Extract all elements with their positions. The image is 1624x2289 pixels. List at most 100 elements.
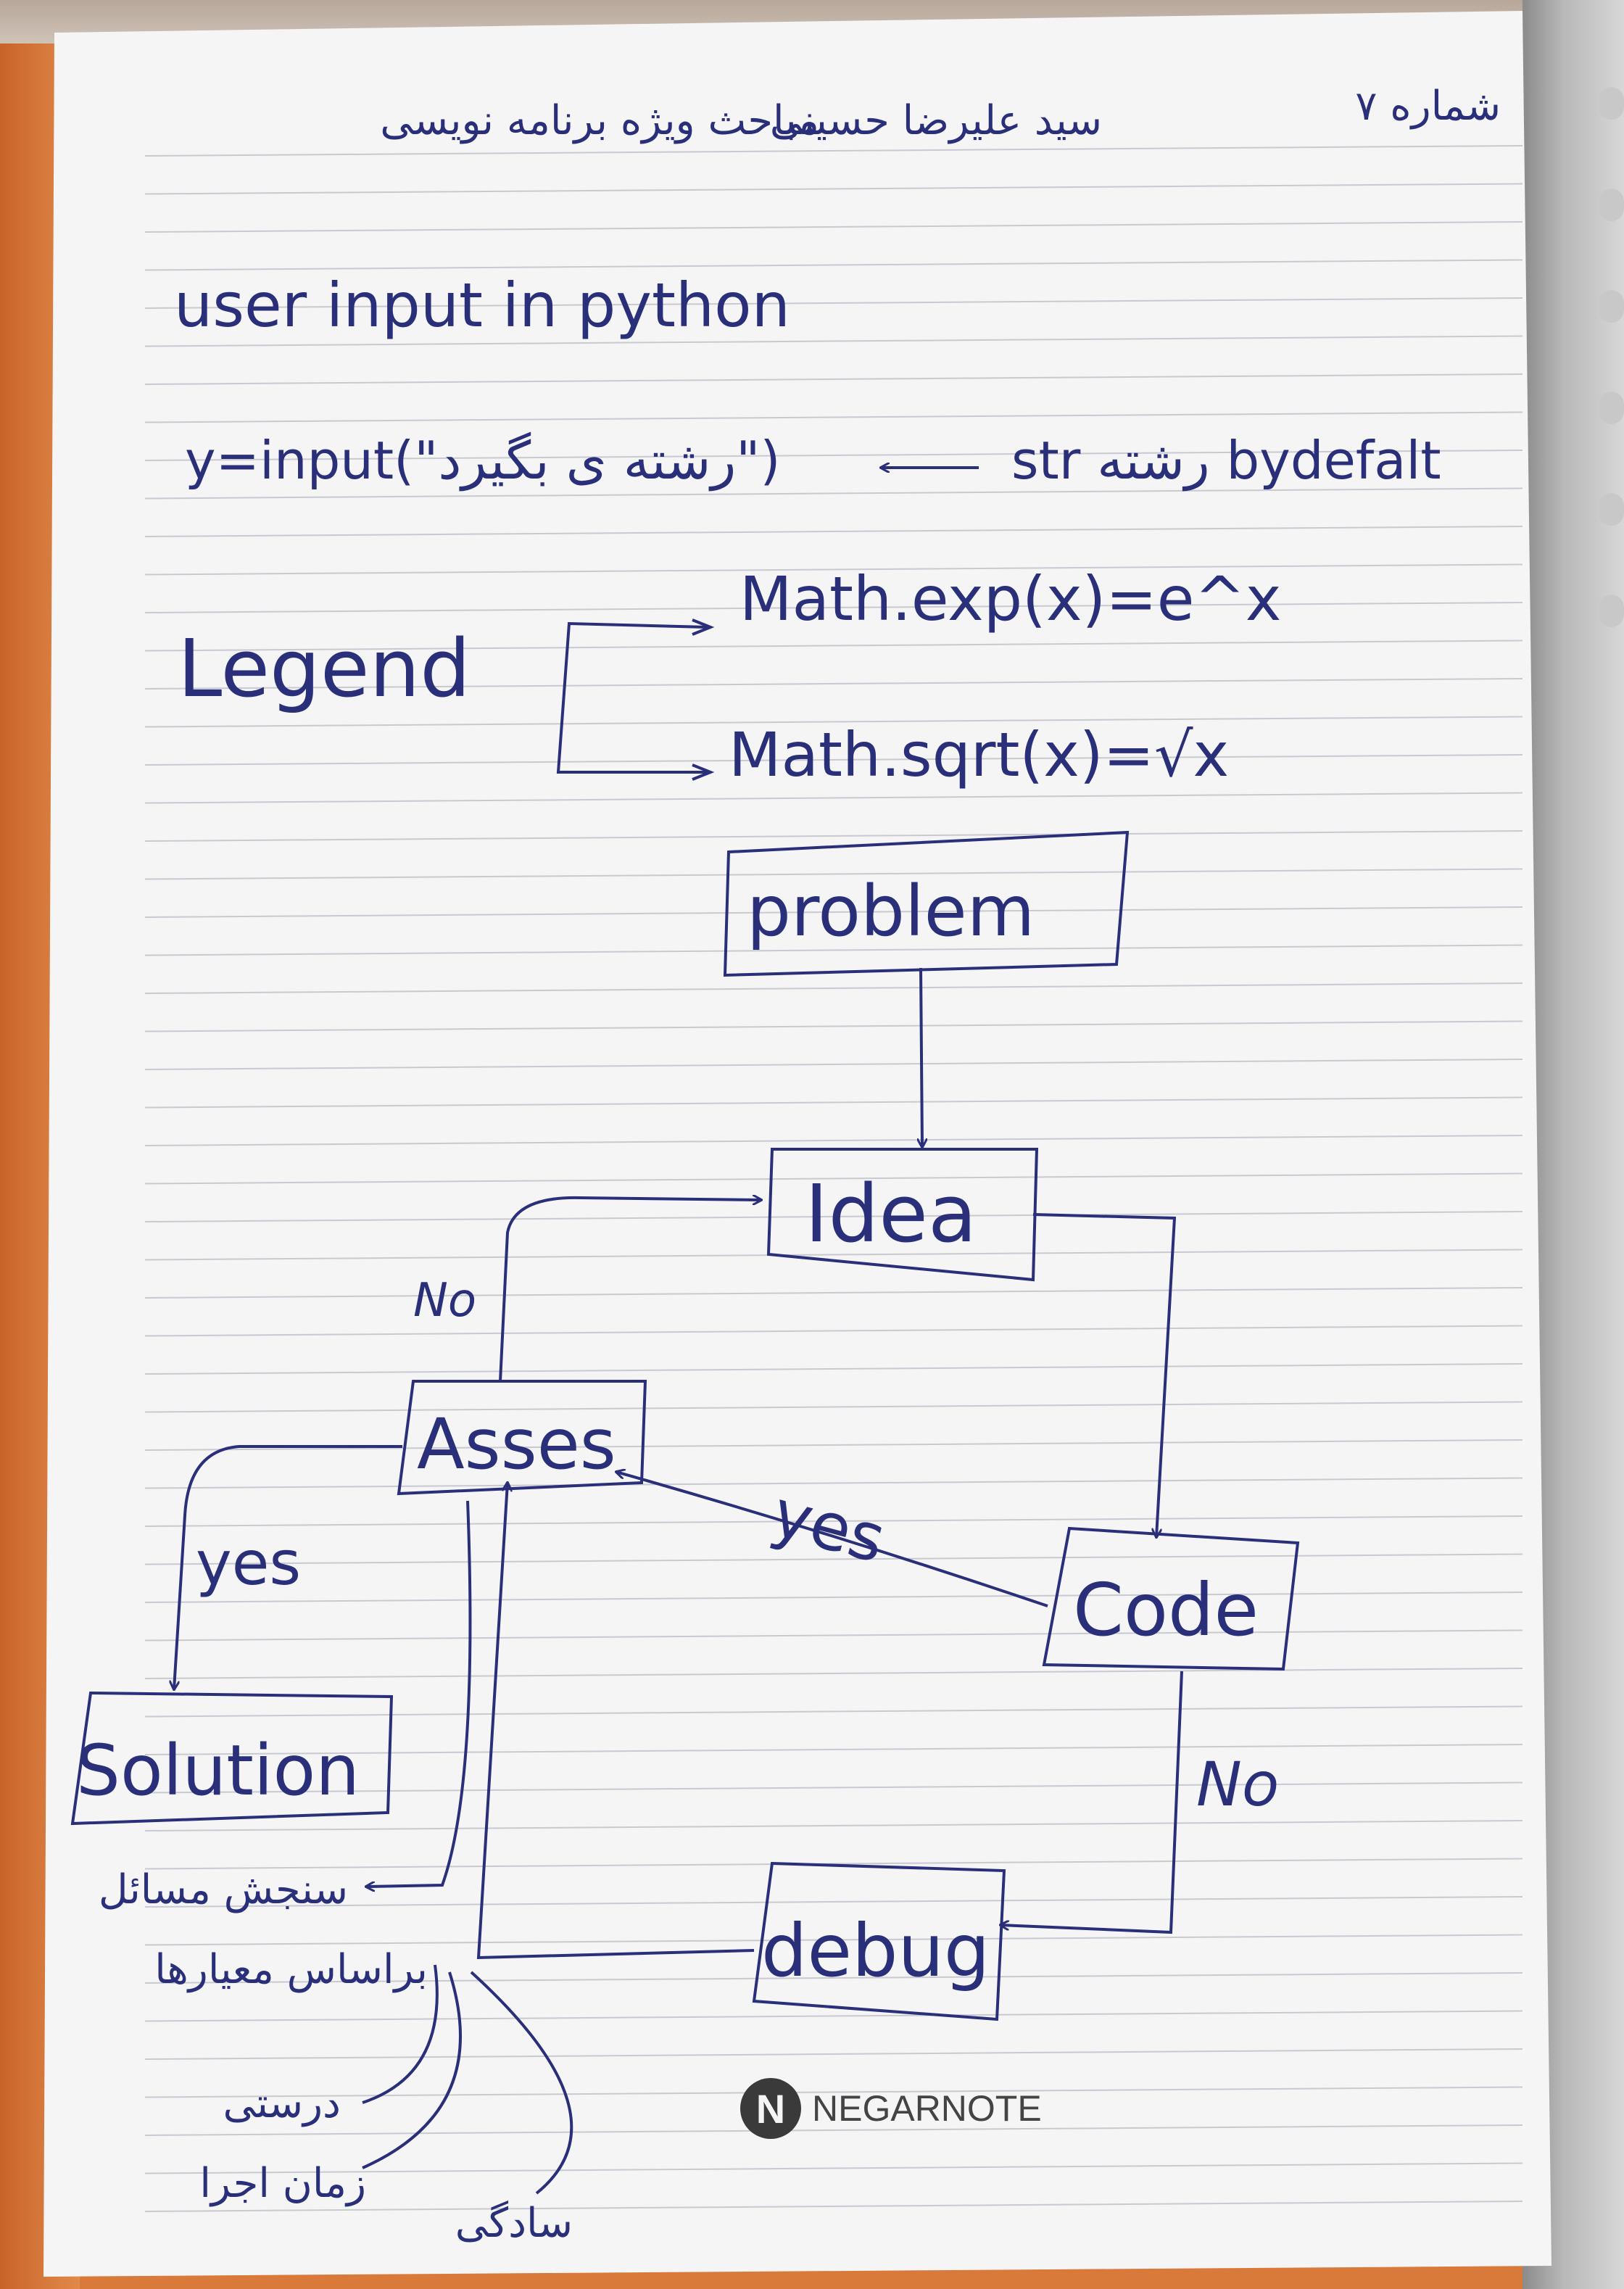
ruled-line [144, 1553, 1523, 1565]
ruled-line [144, 1325, 1523, 1337]
ruled-line [144, 373, 1523, 385]
ruled-line [144, 754, 1523, 766]
ruled-line [144, 906, 1523, 918]
ruled-line [144, 145, 1523, 157]
ruled-line [144, 1477, 1523, 1489]
ruled-line [144, 639, 1523, 652]
criteria-line2: براساس معیارها [154, 1946, 428, 1993]
svg-text:problem: problem [747, 871, 1035, 952]
legend-bracket [556, 621, 708, 774]
legend-exp: Math.exp(x)=e^x [740, 563, 1281, 634]
ruled-line [144, 411, 1523, 423]
problem-box: problem [723, 830, 1130, 977]
header-number: شماره ۷ [1355, 83, 1501, 130]
ruled-line [144, 868, 1523, 880]
input-result: str رشته bydefalt [1011, 430, 1441, 492]
negarnote-logo: N [740, 2078, 801, 2139]
ruled-line [144, 563, 1523, 576]
ruled-line [144, 1363, 1523, 1375]
ruled-line [144, 1172, 1523, 1185]
ruled-line [144, 792, 1523, 804]
ruled-line [144, 1020, 1523, 1032]
ruled-line [144, 221, 1523, 233]
ruled-line [144, 2048, 1523, 2060]
debug-to-asses-arrow [476, 1483, 755, 1960]
ruled-line [144, 944, 1523, 956]
ruled-line [144, 487, 1523, 500]
ruled-line [144, 1249, 1523, 1261]
legend-label: Legend [178, 622, 471, 715]
asses-box: Asses [397, 1380, 647, 1496]
ruled-line [144, 1934, 1523, 1946]
problem-to-idea-arrow [921, 967, 922, 1147]
ruled-line [144, 1668, 1523, 1679]
ruled-line [144, 1515, 1523, 1527]
ruled-line [144, 1135, 1523, 1146]
ruled-line [144, 259, 1523, 271]
asses-to-idea-arrow [499, 1198, 761, 1382]
label-yes-solution: yes [196, 1528, 301, 1599]
ruled-line [144, 1781, 1523, 1794]
criteria-item3: سادگی [455, 2200, 573, 2247]
svg-text:Idea: Idea [805, 1167, 977, 1260]
solution-box: Solution [70, 1691, 394, 1826]
ruled-line [144, 1439, 1523, 1451]
ruled-line [144, 335, 1523, 347]
ruled-line [144, 297, 1523, 309]
header-course: مباحث ویژه برنامه نویسی [380, 97, 819, 144]
ruled-line [144, 830, 1523, 842]
ruled-line [144, 982, 1523, 994]
ruled-line [144, 1820, 1523, 1831]
asses-to-solution-arrow [174, 1445, 402, 1689]
ruled-line [144, 1287, 1523, 1299]
asses-to-criteria-arrow [366, 1500, 472, 1887]
header-author: سید علیرضا حسینی [770, 97, 1102, 144]
ruled-line [144, 602, 1523, 613]
code-box: Code [1042, 1526, 1300, 1671]
ruled-line [144, 2201, 1523, 2212]
ruled-line [144, 1629, 1523, 1642]
ruled-line [144, 1896, 1523, 1908]
svg-text:Asses: Asses [417, 1404, 616, 1485]
label-no-asses: No [413, 1274, 476, 1328]
svg-text:Code: Code [1073, 1568, 1259, 1652]
ruled-line [144, 450, 1523, 461]
criteria-line1: سنجش مسائل [99, 1866, 348, 1913]
svg-text:debug: debug [761, 1908, 990, 1993]
spiral-holes [1599, 87, 1624, 627]
ruled-line [144, 2162, 1523, 2174]
ruled-line [144, 183, 1523, 195]
negarnote-wordmark: NEGARNOTE [812, 2088, 1042, 2129]
ruled-line [144, 1972, 1523, 1984]
ruled-line [144, 2086, 1523, 2098]
ruled-line [144, 716, 1523, 728]
idea-to-code-arrow [1032, 1213, 1177, 1537]
ruled-line [144, 1858, 1523, 1870]
input-code: y=input("رشته ی بگیرد") [185, 430, 780, 492]
notes-title: user input in python [174, 270, 790, 341]
ruled-line [144, 1705, 1523, 1718]
ruled-line [144, 678, 1523, 690]
criteria-item2: زمان اجرا [199, 2160, 366, 2207]
code-to-debug-arrow [1000, 1671, 1183, 1934]
ruled-line [144, 1059, 1523, 1070]
ruled-line [144, 2124, 1523, 2136]
ruled-line [144, 1096, 1523, 1109]
idea-box: Idea [766, 1148, 1039, 1282]
criteria-item1: درستی [223, 2080, 341, 2127]
criteria-branch-arrows [362, 1964, 573, 2195]
ruled-line [144, 1211, 1523, 1222]
legend-sqrt: Math.sqrt(x)=√x [729, 719, 1229, 790]
svg-text:N: N [756, 2086, 785, 2132]
svg-text:Solution: Solution [76, 1730, 360, 1811]
debug-box: debug [752, 1861, 1006, 2021]
label-no-code: No [1196, 1749, 1279, 1820]
code-to-asses-arrow [616, 1472, 1048, 1607]
ruled-line [144, 2010, 1523, 2022]
ruled-line [144, 1744, 1523, 1755]
ruled-lines [144, 145, 1523, 2212]
ruled-line [144, 1401, 1523, 1413]
paper-sheet [44, 11, 1552, 2277]
ruled-line [144, 526, 1523, 537]
